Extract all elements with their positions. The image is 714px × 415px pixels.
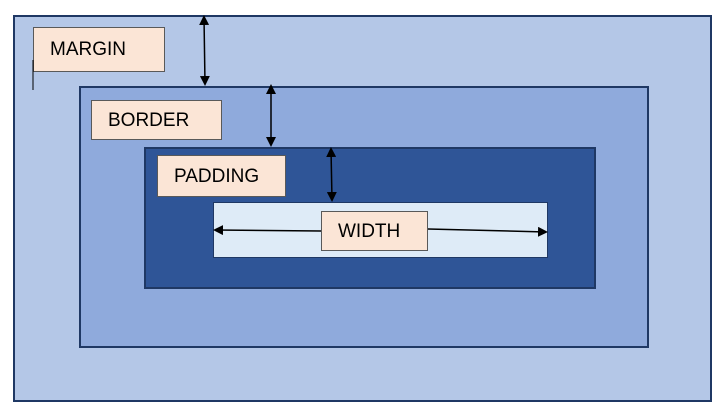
width-arrow-right [427, 226, 548, 237]
border-label: BORDER [91, 100, 222, 140]
padding-label: PADDING [157, 155, 286, 197]
margin-label: MARGIN [33, 27, 165, 72]
margin-arrow [199, 15, 210, 86]
width-label: WIDTH [321, 211, 428, 251]
width-arrow-left [213, 225, 322, 236]
padding-arrow [326, 147, 337, 202]
